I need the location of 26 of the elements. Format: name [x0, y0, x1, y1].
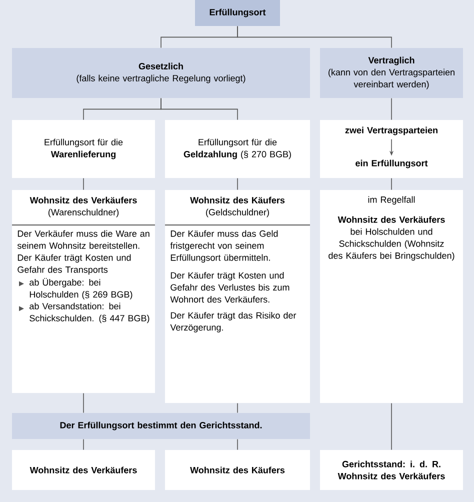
process-box: Erfüllungsort für die Warenlieferung [12, 120, 155, 178]
connector-line [237, 402, 238, 414]
category-box: Vertraglich (kann von den Vertragsparteien vereinbart werden) [320, 48, 463, 98]
node-text: ein Erfüllungsort [356, 160, 428, 168]
title-box: Erfüllungsort [195, 0, 280, 26]
info-card: im Regelfall Wohnsitz des Verkäufers bei Holschulden und Schickschulden (Wohnsitz des Käufers bei Bringschulden) [320, 190, 463, 403]
connector-line [83, 438, 84, 450]
connector-line [83, 178, 84, 190]
connector-line [237, 178, 238, 190]
process-box: Erfüllungsort für die Geldzahlung (§ 270 BGB) [165, 120, 310, 178]
connector-line [237, 26, 392, 48]
info-card: Wohnsitz des Verkäufers (Warenschuldner) Der Verkäufer muss die Ware an seinem Wohnsitz bereitstellen. Der Käufer trägt Kosten und Gefahr des Transports ab Übergabe: bei Holschulden (§ 269 BGB) ab Versandstation: bei Schickschulden. (§ 447 BGB) [12, 190, 155, 393]
connector-line [237, 438, 238, 450]
connector-line [391, 178, 392, 190]
connector-line [160, 98, 238, 120]
result-box: Wohnsitz des Käufers [165, 450, 310, 490]
connector-line [391, 402, 392, 450]
banner-box: Der Erfüllungsort bestimmt den Gerichtsstand. [12, 413, 310, 439]
result-box: Wohnsitz des Verkäufers [12, 450, 155, 490]
connector-line [83, 392, 84, 414]
connector-line [391, 98, 392, 120]
process-box [320, 120, 463, 178]
category-box: Gesetzlich (falls keine vertragliche Regelung vorliegt) [12, 48, 310, 98]
node-text: zwei Vertragsparteien [345, 126, 438, 136]
info-card: Wohnsitz des Käufers (Geldschuldner) Der Käufer muss das Geld fristgerecht von seinem Erfüllungsort übermitteln. Der Käufer trägt Kosten und Gefahr des Verlustes bis zum Wohnort des Verkäufers. Der Käufer trägt das Risiko der Verzögerung. [165, 190, 310, 403]
result-box: Gerichtsstand: i. d. R. Wohnsitz des Verkäufers [320, 450, 463, 490]
